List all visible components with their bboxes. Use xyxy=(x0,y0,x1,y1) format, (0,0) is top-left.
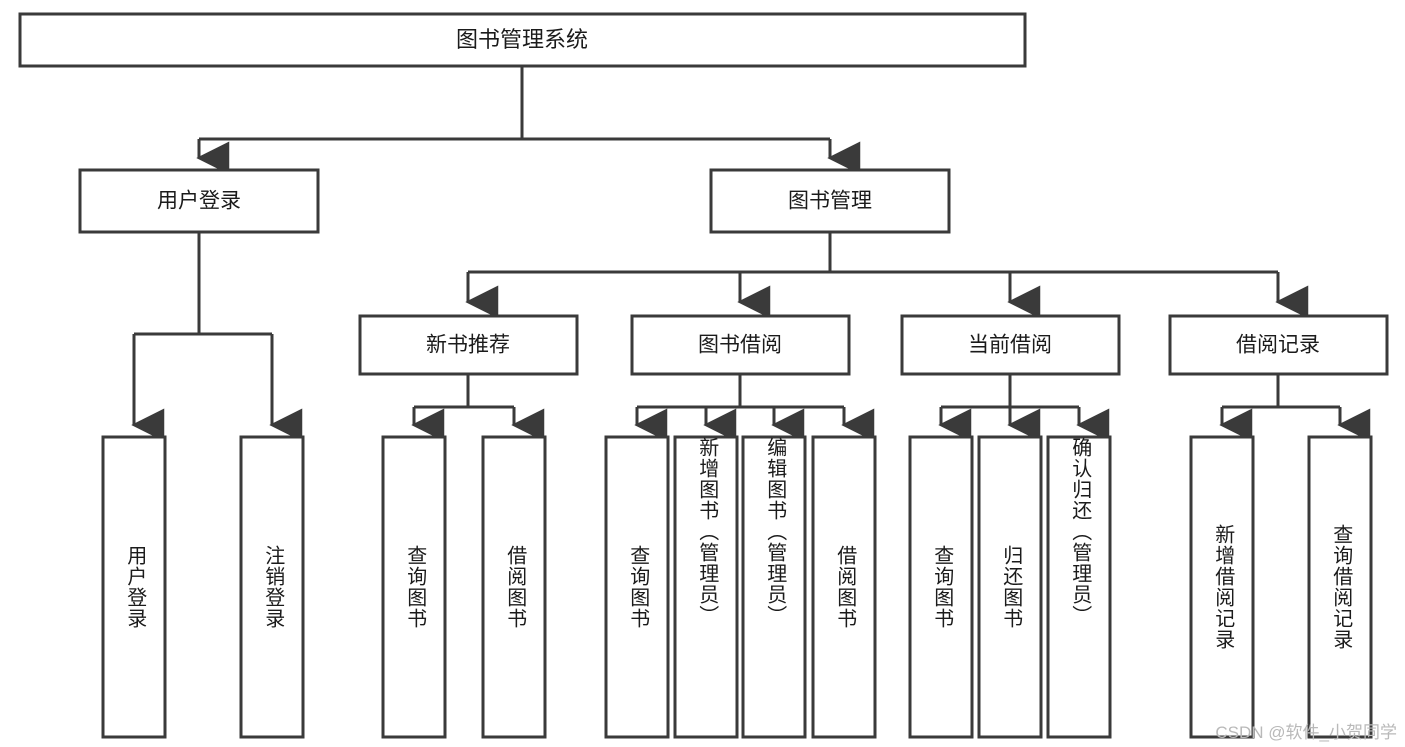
leaf-edit-book-box xyxy=(741,435,807,739)
node-borrow-record[interactable]: 借阅记录 xyxy=(1168,314,1389,376)
leaf-user-logout-box xyxy=(239,435,305,739)
leaf-query-book-1-box xyxy=(381,435,447,739)
leaf-confirm-return-box xyxy=(1046,435,1112,739)
node-user-login-box xyxy=(78,168,320,234)
leaf-node-return-book[interactable] xyxy=(977,435,1043,739)
node-current-borrow-box xyxy=(900,314,1121,376)
node-user-login[interactable]: 用户登录 xyxy=(78,168,320,234)
leaf-node-user-login[interactable] xyxy=(101,435,167,739)
leaf-add-book-box xyxy=(673,435,739,739)
leaf-node-query-book-2[interactable] xyxy=(604,435,670,739)
node-book-borrow-label: 图书借阅 xyxy=(698,334,782,357)
connector-book-borrow-to-leaves xyxy=(634,374,875,442)
leaf-node-add-record[interactable] xyxy=(1189,435,1255,739)
leaf-node-borrow-book-1[interactable] xyxy=(481,435,547,739)
leaf-node-borrow-book-2[interactable] xyxy=(811,435,877,739)
leaf-return-book-box xyxy=(977,435,1043,739)
leaf-node-query-book-3[interactable] xyxy=(908,435,974,739)
leaf-add-record-box xyxy=(1189,435,1255,739)
leaf-node-query-book-1[interactable] xyxy=(381,435,447,739)
node-user-login-label: 用户登录 xyxy=(157,190,241,213)
node-new-book-recommend-box xyxy=(358,314,579,376)
node-current-borrow-label: 当前借阅 xyxy=(968,334,1052,357)
node-new-book-recommend-label: 新书推荐 xyxy=(426,334,510,357)
leaf-node-edit-book[interactable] xyxy=(741,435,807,739)
leaf-query-book-2-box xyxy=(604,435,670,739)
leaf-borrow-book-1-box xyxy=(481,435,547,739)
connector-current-borrow-to-leaves xyxy=(938,374,1110,442)
leaf-node-confirm-return[interactable] xyxy=(1046,435,1112,739)
leaf-node-user-logout[interactable] xyxy=(239,435,305,739)
connector-user-login-to-leaves xyxy=(131,232,303,442)
connector-new-book-recommend-to-leaves xyxy=(411,374,545,442)
node-new-book-recommend[interactable]: 新书推荐 xyxy=(358,314,579,376)
connector-borrow-record-to-leaves xyxy=(1219,374,1371,442)
leaf-user-login-box xyxy=(101,435,167,739)
leaf-node-query-record[interactable] xyxy=(1307,435,1373,739)
node-book-manage[interactable]: 图书管理 xyxy=(709,168,951,234)
node-book-borrow[interactable]: 图书借阅 xyxy=(630,314,851,376)
leaf-node-add-book[interactable] xyxy=(673,435,739,739)
connector-book-manage-to-level3 xyxy=(465,232,1309,319)
csdn-watermark: CSDN @软件_小贺同学 xyxy=(1215,723,1397,742)
leaf-query-record-box xyxy=(1307,435,1373,739)
node-root[interactable]: 图书管理系统 xyxy=(18,12,1027,68)
node-root-box xyxy=(18,12,1027,68)
node-current-borrow[interactable]: 当前借阅 xyxy=(900,314,1121,376)
connector-root-to-level2 xyxy=(196,66,861,175)
leaf-query-book-3-box xyxy=(908,435,974,739)
leaf-borrow-book-2-box xyxy=(811,435,877,739)
node-root-label: 图书管理系统 xyxy=(456,27,588,52)
node-book-manage-label: 图书管理 xyxy=(788,190,872,213)
node-borrow-record-label: 借阅记录 xyxy=(1236,334,1320,357)
